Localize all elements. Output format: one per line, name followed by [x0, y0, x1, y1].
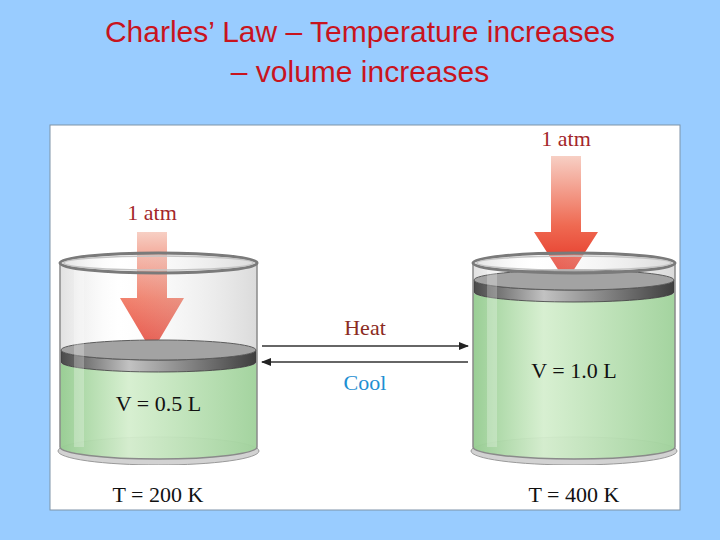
- process-label: Cool: [285, 370, 445, 396]
- temperature-label: T = 400 K: [484, 482, 664, 508]
- label-slot: 1 atm: [62, 200, 242, 226]
- volume-label: V = 1.0 L: [531, 358, 616, 384]
- process-arrow: [262, 361, 468, 363]
- pressure-label: 1 atm: [476, 126, 656, 152]
- glass-highlight: [487, 269, 497, 447]
- volume-label: V = 0.5 L: [116, 391, 201, 417]
- glass-wall: [472, 263, 474, 447]
- gas-volume: [60, 362, 257, 459]
- glass-wall: [59, 263, 61, 447]
- glass-bottom-edge: [60, 447, 257, 459]
- cylinder-outline: [470, 250, 678, 465]
- temperature-label: T = 200 K: [68, 482, 248, 508]
- glass-rim-inner: [477, 256, 671, 270]
- glass-rim: [473, 253, 675, 273]
- gas-cylinder: V = 0.5 L: [57, 250, 260, 465]
- glass-highlight: [74, 269, 84, 447]
- label-slot: 1 atm: [476, 126, 656, 152]
- process-label: Heat: [285, 315, 445, 341]
- label-slot: T = 400 K: [484, 482, 664, 508]
- cylinder-outline: [57, 250, 260, 465]
- pressure-label: 1 atm: [62, 200, 242, 226]
- process-arrow: [262, 345, 468, 347]
- glass-body: [60, 253, 257, 459]
- slide-title: Charles’ Law – Temperature increases – v…: [100, 12, 620, 92]
- glass-bottom-edge: [473, 447, 675, 459]
- glass-wall: [256, 263, 258, 447]
- gas-volume: [473, 292, 675, 459]
- edge-label-slot: Heat: [285, 315, 445, 341]
- white-panel: [50, 125, 680, 510]
- glass-rim: [60, 253, 257, 273]
- edge-label-slot: Cool: [285, 370, 445, 396]
- title-slot: Charles’ Law – Temperature increases – v…: [100, 12, 620, 92]
- glass-body: [473, 253, 675, 459]
- glass-wall: [674, 263, 676, 447]
- glass-rim-inner: [64, 256, 253, 270]
- label-slot: T = 200 K: [68, 482, 248, 508]
- gas-cylinder: V = 1.0 L: [470, 250, 678, 465]
- piston-top: [61, 340, 256, 360]
